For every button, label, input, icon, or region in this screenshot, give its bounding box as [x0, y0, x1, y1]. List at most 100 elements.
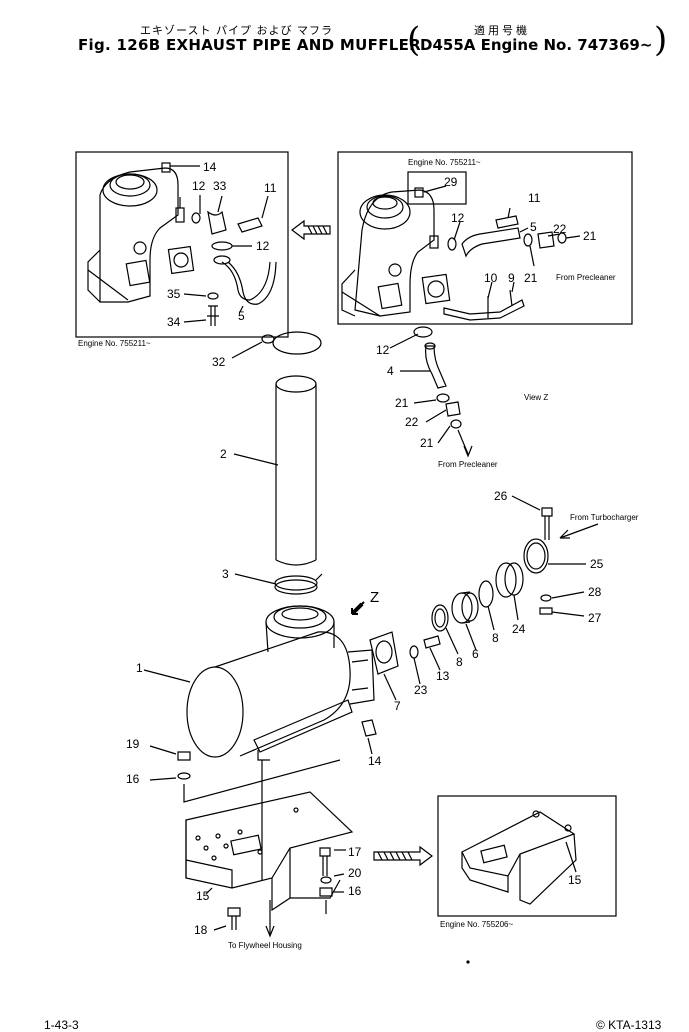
callout-26: 26 — [494, 489, 508, 503]
clamp-25 — [523, 538, 549, 574]
muffler-sketch-tl — [99, 167, 179, 303]
callout-6: 6 — [472, 647, 479, 661]
bolt-13 — [423, 635, 441, 649]
pipe-stack: 32 2 3 — [212, 331, 323, 595]
callout-22-mid: 22 — [405, 415, 419, 429]
bolt-26 — [541, 507, 553, 517]
engine-note-top-right: Engine No. 755211~ — [408, 158, 481, 167]
model-serial: D455A Engine No. 747369~ — [420, 36, 653, 54]
callout-5-tl: 5 — [238, 309, 245, 323]
nut-14-tl — [161, 162, 171, 173]
view-z-label: View Z — [524, 393, 548, 402]
tube-assembly-view-z: 12 4 21 22 21 From Precleaner View Z — [376, 326, 548, 469]
callout-25: 25 — [590, 557, 604, 571]
callout-20: 20 — [348, 866, 362, 880]
callout-33: 33 — [213, 179, 227, 193]
callout-32: 32 — [212, 355, 226, 369]
muffler-bracket — [253, 699, 353, 753]
callout-21-mid: 21 — [395, 396, 409, 410]
callout-14-mid: 14 — [368, 754, 382, 768]
callout-11-tl: 11 — [264, 181, 277, 195]
bracket-assembly: 19 16 17 20 16 15 18 To Fly — [126, 737, 362, 950]
callout-23: 23 — [414, 683, 428, 697]
callout-5-tr: 5 — [530, 220, 537, 234]
applicability-japanese: 適用号機 — [474, 24, 530, 37]
callout-8b: 8 — [492, 631, 499, 645]
nut-27 — [539, 607, 553, 615]
bolt-11-tr — [495, 215, 519, 229]
hatched-arrow-right — [373, 845, 433, 867]
engine-note-bottom-right: Engine No. 755206~ — [440, 920, 514, 929]
callout-21-tr: 21 — [583, 229, 597, 243]
bolt-17 — [319, 847, 331, 857]
callout-21b-tr: 21 — [524, 271, 538, 285]
title-japanese: エキゾースト パイプ および マフラ — [140, 24, 333, 37]
callout-9: 9 — [508, 271, 515, 285]
paren-open: ( — [407, 20, 421, 60]
hatched-arrow-left — [291, 219, 331, 241]
bellows-24 — [495, 562, 517, 598]
rain-cap-32 — [272, 331, 322, 355]
callout-12-tr: 12 — [451, 211, 465, 225]
to-flywheel-housing: To Flywheel Housing — [228, 941, 302, 950]
detail-box-29 — [407, 171, 467, 205]
tube-4 — [425, 345, 447, 389]
callout-27: 27 — [588, 611, 602, 625]
callout-24: 24 — [512, 622, 526, 636]
inlet-parts: 7 23 13 8 6 8 24 25 26 28 — [369, 489, 639, 713]
from-precleaner-1: From Precleaner — [556, 273, 616, 282]
inset-top-left: 14 12 33 11 12 35 34 5 — [75, 151, 289, 338]
callout-13: 13 — [436, 669, 450, 683]
inset-frame-bottom-right — [437, 795, 617, 917]
exhaust-pipe-2-top — [275, 375, 317, 393]
bracket-15 — [185, 791, 354, 889]
z-marker: Z — [370, 589, 379, 606]
nut-19 — [177, 751, 191, 761]
engine-note-top-left: Engine No. 755211~ — [78, 339, 151, 348]
figure-title: Fig. 126B EXHAUST PIPE AND MUFFLER — [78, 36, 421, 54]
muffler-1: 1 14 Z — [136, 589, 382, 768]
callout-3: 3 — [222, 567, 229, 581]
callout-15-bottom: 15 — [196, 889, 210, 903]
gasket-12-mid — [413, 326, 433, 338]
washer-28 — [540, 594, 552, 602]
washer-23 — [409, 645, 419, 659]
callout-28: 28 — [588, 585, 602, 599]
page-number-left: 1-43-3 — [44, 1018, 79, 1032]
page-number-right: © KTA-1313 — [596, 1018, 662, 1032]
callout-8a: 8 — [456, 655, 463, 669]
paren-close: ) — [654, 20, 668, 60]
fitting-22-tr — [537, 231, 555, 249]
callout-16-top: 16 — [126, 772, 140, 786]
callout-17: 17 — [348, 845, 362, 859]
from-precleaner-2: From Precleaner — [438, 460, 498, 469]
callout-14-tl: 14 — [203, 160, 217, 174]
bolt-11-tl — [237, 217, 263, 233]
callout-12-tl: 12 — [192, 179, 206, 193]
callout-1: 1 — [136, 661, 143, 675]
ring-8b — [478, 580, 494, 608]
from-turbocharger: From Turbocharger — [570, 513, 639, 522]
callout-12b-tl: 12 — [256, 239, 270, 253]
callout-11-tr: 11 — [528, 191, 541, 205]
muffler-end-cap — [186, 666, 244, 758]
inset-frame-top-right — [337, 151, 633, 325]
hose-5-tl — [221, 261, 271, 301]
callout-7: 7 — [394, 699, 401, 713]
callout-15-inset: 15 — [568, 873, 582, 887]
inset-top-right: Engine No. 755211~ 29 11 12 — [337, 151, 633, 325]
callout-4: 4 — [387, 364, 394, 378]
callout-19: 19 — [126, 737, 140, 751]
callout-10: 10 — [484, 271, 498, 285]
callout-12-mid: 12 — [376, 343, 390, 357]
callout-21b-mid: 21 — [420, 436, 434, 450]
pipe-10-9 — [443, 299, 525, 321]
callout-18: 18 — [194, 923, 208, 937]
pipe-5-tr — [461, 227, 521, 258]
callout-16-bottom: 16 — [348, 884, 362, 898]
elbow-33 — [207, 210, 227, 235]
callout-29: 29 — [444, 175, 458, 189]
inset-frame-top-left — [75, 151, 289, 338]
callout-2: 2 — [220, 447, 227, 461]
